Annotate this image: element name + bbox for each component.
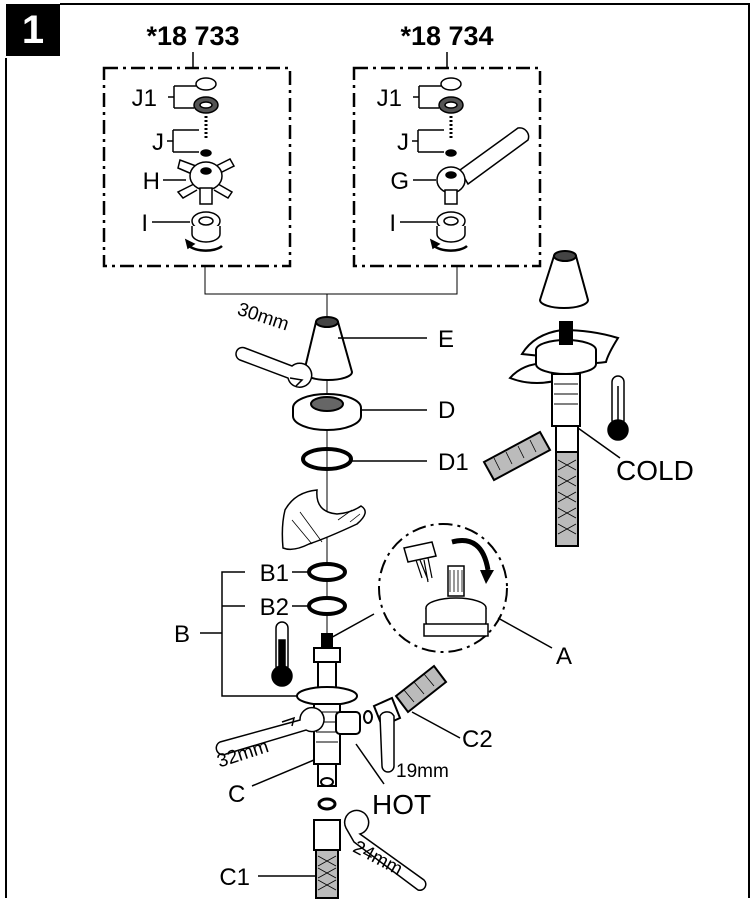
washer-B2 — [307, 596, 347, 616]
wrench-19mm-label: 19mm — [396, 761, 449, 782]
washer-B1 — [307, 562, 347, 582]
label-cold: COLD — [616, 455, 694, 486]
page-border-top-right — [60, 3, 750, 898]
label-hot: HOT — [372, 789, 431, 820]
label-G: G — [390, 168, 409, 195]
variant-title-left: *18 733 — [146, 21, 239, 51]
label-E: E — [438, 326, 454, 353]
label-B2: B2 — [260, 594, 289, 621]
label-C1: C1 — [219, 864, 250, 891]
wrench-30mm-label: 30mm — [235, 299, 292, 335]
cap-E — [302, 316, 354, 381]
wrench-32mm — [215, 706, 325, 756]
label-C2: C2 — [462, 726, 493, 753]
grease-arrow-icon — [451, 538, 491, 571]
countertop-section — [281, 489, 366, 551]
detail-cartridge — [423, 565, 489, 637]
wrench-30mm — [235, 346, 313, 388]
label-J1-right: J1 — [377, 85, 402, 112]
label-H: H — [143, 168, 160, 195]
variant-left-leaders — [152, 85, 199, 223]
label-J-right: J — [397, 129, 409, 156]
wrench-24mm — [343, 809, 427, 892]
label-J-left: J — [152, 129, 164, 156]
label-A: A — [556, 643, 572, 670]
hose-C2 — [363, 664, 448, 728]
variant-box-right — [352, 66, 542, 268]
label-D: D — [438, 397, 455, 424]
wrench-24mm-label: 24mm — [349, 837, 405, 880]
label-I-right: I — [389, 210, 396, 237]
brush-icon — [403, 541, 437, 583]
label-J1-left: J1 — [132, 85, 157, 112]
hose-C1 — [313, 819, 341, 899]
variant-box-left — [102, 66, 292, 268]
variant-title-right: *18 734 — [400, 21, 493, 51]
cold-valve-assembly — [482, 250, 620, 547]
label-I-left: I — [141, 210, 148, 237]
variant-right-leaders — [400, 85, 444, 223]
label-D1: D1 — [438, 449, 469, 476]
step-number-badge: 1 — [6, 4, 60, 56]
variant-left-parts — [176, 77, 236, 252]
label-B: B — [174, 621, 190, 648]
thermometer-hot-icon — [271, 621, 293, 687]
bracket-B — [200, 571, 300, 697]
variant-right-parts — [429, 77, 530, 252]
wrench-19mm — [379, 711, 395, 773]
label-B1: B1 — [260, 560, 289, 587]
flange-D — [292, 393, 362, 431]
label-C: C — [228, 781, 245, 808]
oring-D1 — [301, 447, 353, 471]
variant-connector — [204, 266, 458, 312]
thermometer-cold-icon — [607, 375, 629, 441]
